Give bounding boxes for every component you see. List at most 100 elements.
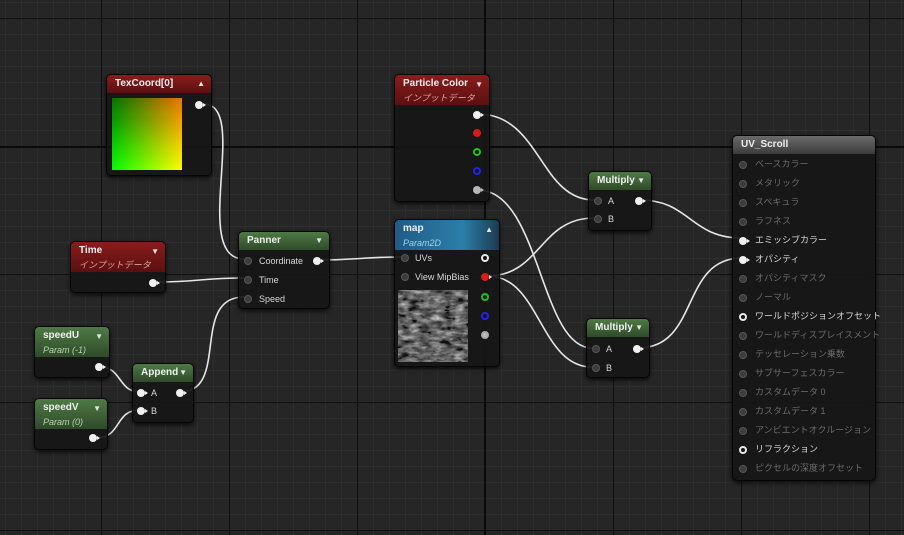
wire-particle-multiply1 [477,113,595,201]
particle-color-g-output-pin[interactable] [473,148,481,156]
texcoord-node-header[interactable]: TexCoord[0] ▲ [107,75,211,93]
material-pin-ambient-occlusion[interactable] [739,427,747,435]
speed-u-output-pin[interactable] [95,363,106,371]
panner-node-title: Panner [247,235,281,246]
material-label-opacity-mask: オパシティマスク [755,273,827,283]
collapse-triangle-icon[interactable]: ▼ [315,236,323,245]
multiply-1-node-header[interactable]: Multiply ▼ [589,172,651,190]
speed-u-node[interactable]: speedU Param (-1) ▼ [34,326,110,378]
expand-triangle-icon[interactable]: ▲ [485,225,493,234]
collapse-triangle-icon[interactable]: ▼ [93,404,101,413]
speed-v-output-pin[interactable] [89,434,100,442]
panner-output-pin[interactable] [313,257,324,265]
collapse-triangle-icon[interactable]: ▼ [95,332,103,341]
speed-u-node-header[interactable]: speedU Param (-1) ▼ [35,327,109,357]
append-input-b-pin[interactable] [137,407,148,415]
particle-color-node-title: Particle Color [403,78,469,89]
particle-color-rgb-output-pin[interactable] [473,111,484,119]
material-pin-world-position-offset[interactable] [739,313,747,321]
multiply-1-input-a-pin[interactable] [594,197,602,205]
multiply-2-node-header[interactable]: Multiply ▼ [587,319,649,337]
material-pin-refraction[interactable] [739,446,747,454]
material-pin-subsurface-color[interactable] [739,370,747,378]
time-output-pin[interactable] [149,279,160,287]
multiply-node-1[interactable]: Multiply ▼ A B [588,171,652,231]
multiply-1-input-b-label: B [608,214,615,224]
map-r-output-pin[interactable] [481,273,492,281]
particle-color-b-output-pin[interactable] [473,167,481,175]
material-pin-metallic[interactable] [739,180,747,188]
map-uvs-pin[interactable] [401,254,409,262]
append-node[interactable]: Append ▼ A B [132,363,194,423]
multiply-node-2[interactable]: Multiply ▼ A B [586,318,650,378]
particle-color-r-output-pin[interactable] [473,129,481,137]
speed-v-node[interactable]: speedV Param (0) ▼ [34,398,108,450]
material-label-ambient-occlusion: アンビエントオクルージョン [755,425,872,435]
speed-u-node-subtitle: Param (-1) [43,345,87,355]
collapse-triangle-icon[interactable]: ▼ [637,176,645,185]
time-node[interactable]: Time インプットデータ ▼ [70,241,166,293]
map-texture-node[interactable]: map Param2D ▲ UVs View MipBias [394,219,500,367]
material-label-custom-data-0: カスタムデータ 0 [755,387,826,397]
multiply-2-output-pin[interactable] [633,345,644,353]
map-b-output-pin[interactable] [481,312,489,320]
material-pin-opacity-mask[interactable] [739,275,747,283]
speed-v-node-header[interactable]: speedV Param (0) ▼ [35,399,107,429]
material-pin-opacity[interactable] [739,256,750,264]
material-label-emissive-color: エミッシブカラー [755,235,828,245]
texcoord-node[interactable]: TexCoord[0] ▲ [106,74,212,176]
material-pin-custom-data-0[interactable] [739,389,747,397]
panner-node[interactable]: Panner ▼ Coordinate Time Speed [238,231,330,309]
material-node-header[interactable]: UV_Scroll [733,136,875,154]
panner-node-header[interactable]: Panner ▼ [239,232,329,250]
multiply-2-input-a-pin[interactable] [592,345,600,353]
material-label-base-color: ベースカラー [755,159,809,169]
material-pin-base-color[interactable] [739,161,747,169]
material-pin-specular[interactable] [739,199,747,207]
collapse-triangle-icon[interactable]: ▼ [635,323,643,332]
collapse-triangle-icon[interactable]: ▼ [151,247,159,256]
particle-color-node[interactable]: Particle Color インプットデータ ▼ [394,74,490,202]
wire-multiply1-emissive [639,199,743,239]
wire-map-multiply2 [487,275,593,368]
multiply-1-output-pin[interactable] [635,197,646,205]
material-label-roughness: ラフネス [755,216,792,226]
collapse-triangle-icon[interactable]: ▼ [179,368,187,377]
material-label-metallic: メタリック [755,178,801,188]
material-result-node[interactable]: UV_Scroll ベースカラー メタリック スペキュラ ラフネス エミッシブカ… [732,135,881,481]
wire-map-multiply1 [487,217,595,277]
append-input-a-label: A [151,388,158,398]
panner-time-pin[interactable] [244,276,252,284]
material-pin-pixel-depth-offset[interactable] [739,465,747,473]
texcoord-output-pin[interactable] [195,101,206,109]
particle-color-a-output-pin[interactable] [473,186,484,194]
panner-speed-pin[interactable] [244,295,252,303]
append-node-header[interactable]: Append ▼ [133,364,193,382]
panner-coordinate-pin[interactable] [244,257,252,265]
time-node-header[interactable]: Time インプットデータ ▼ [71,242,165,272]
multiply-1-input-b-pin[interactable] [594,215,602,223]
map-rgb-output-pin[interactable] [481,254,489,262]
particle-color-node-header[interactable]: Particle Color インプットデータ ▼ [395,75,489,105]
map-g-output-pin[interactable] [481,293,489,301]
material-label-pixel-depth-offset: ピクセルの深度オフセット [755,463,864,473]
material-pin-tessellation-multiplier[interactable] [739,351,747,359]
material-pin-emissive-color[interactable] [739,237,750,245]
panner-speed-label: Speed [259,294,286,304]
material-pin-custom-data-1[interactable] [739,408,747,416]
material-pin-normal[interactable] [739,294,747,302]
append-input-a-pin[interactable] [137,389,148,397]
material-pin-roughness[interactable] [739,218,747,226]
collapse-triangle-icon[interactable]: ▼ [475,80,483,89]
expand-triangle-icon[interactable]: ▲ [197,79,205,88]
material-pin-world-displacement[interactable] [739,332,747,340]
multiply-2-input-b-pin[interactable] [592,364,600,372]
panner-coordinate-label: Coordinate [259,256,304,266]
material-node-title: UV_Scroll [741,139,789,150]
map-node-header[interactable]: map Param2D ▲ [395,220,499,250]
map-a-output-pin[interactable] [481,331,489,339]
texcoord-preview [112,98,182,170]
material-label-tessellation-multiplier: テッセレーション乗数 [755,349,845,359]
map-view-mipbias-pin[interactable] [401,273,409,281]
append-output-pin[interactable] [176,389,187,397]
